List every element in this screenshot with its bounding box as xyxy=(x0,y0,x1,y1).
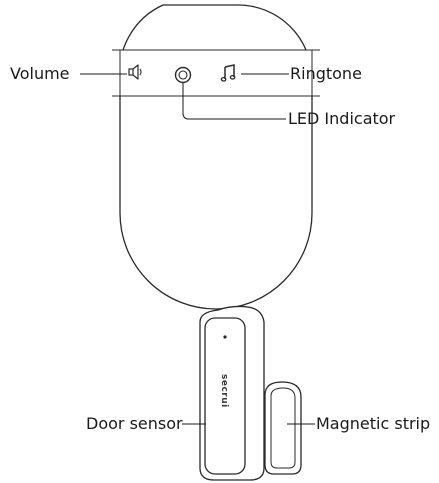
magnetic-strip xyxy=(264,381,302,475)
ring-icon xyxy=(174,66,192,84)
volume-label: Volume xyxy=(10,64,70,83)
button-panel xyxy=(112,50,320,96)
strip-body xyxy=(264,381,302,475)
magnetic-strip-label: Magnetic strip xyxy=(316,414,430,433)
led-leader-line xyxy=(182,83,286,120)
sensor-indicator-dot xyxy=(223,335,227,339)
sensor-front-face xyxy=(204,317,246,475)
sensor-brand-text: secrui xyxy=(219,374,229,408)
ringtone-label: Ringtone xyxy=(290,64,362,83)
led-indicator-label: LED Indicator xyxy=(288,109,396,128)
strip-inner-face xyxy=(270,387,296,469)
door-sensor: secrui xyxy=(199,305,265,481)
door-sensor-label: Door sensor xyxy=(86,414,183,433)
doorbell-receiver xyxy=(112,4,320,310)
speaker-icon[interactable] xyxy=(128,64,142,80)
music-note-icon[interactable] xyxy=(220,64,236,82)
